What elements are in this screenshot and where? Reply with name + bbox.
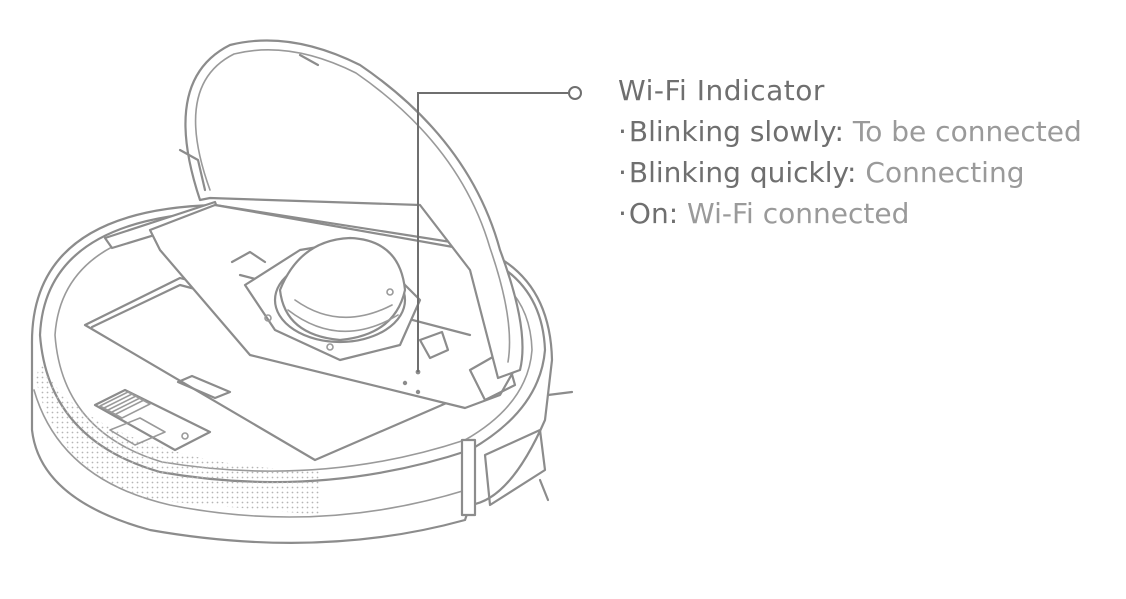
legend-item-on: ·On: Wi-Fi connected: [618, 193, 1118, 234]
opened-lid: [178, 39, 524, 380]
legend-item-blinking-slowly: ·Blinking slowly: To be connected: [618, 111, 1118, 152]
lds-sensor: [243, 236, 422, 362]
legend-key: On:: [628, 197, 679, 230]
side-mesh: [36, 360, 320, 515]
legend-key: Blinking quickly:: [628, 156, 857, 189]
brush-module: [93, 388, 212, 452]
legend-title: Wi-Fi Indicator: [618, 74, 825, 107]
legend-value: To be connected: [852, 115, 1082, 148]
indicator-light-secondary: [402, 380, 408, 386]
callout-end-circle: [568, 86, 582, 100]
bullet: ·: [618, 115, 627, 148]
legend-value: Wi-Fi connected: [687, 197, 910, 230]
wifi-callout-leader: [417, 86, 582, 372]
legend-item-blinking-quickly: ·Blinking quickly: Connecting: [618, 152, 1118, 193]
indicator-light-tertiary: [415, 389, 421, 395]
wifi-indicator-legend: Wi-Fi Indicator ·Blinking slowly: To be …: [618, 70, 1118, 234]
side-bumper: [460, 390, 574, 517]
legend-value: Connecting: [865, 156, 1025, 189]
bullet: ·: [618, 156, 627, 189]
bullet: ·: [618, 197, 627, 230]
legend-key: Blinking slowly:: [628, 115, 844, 148]
